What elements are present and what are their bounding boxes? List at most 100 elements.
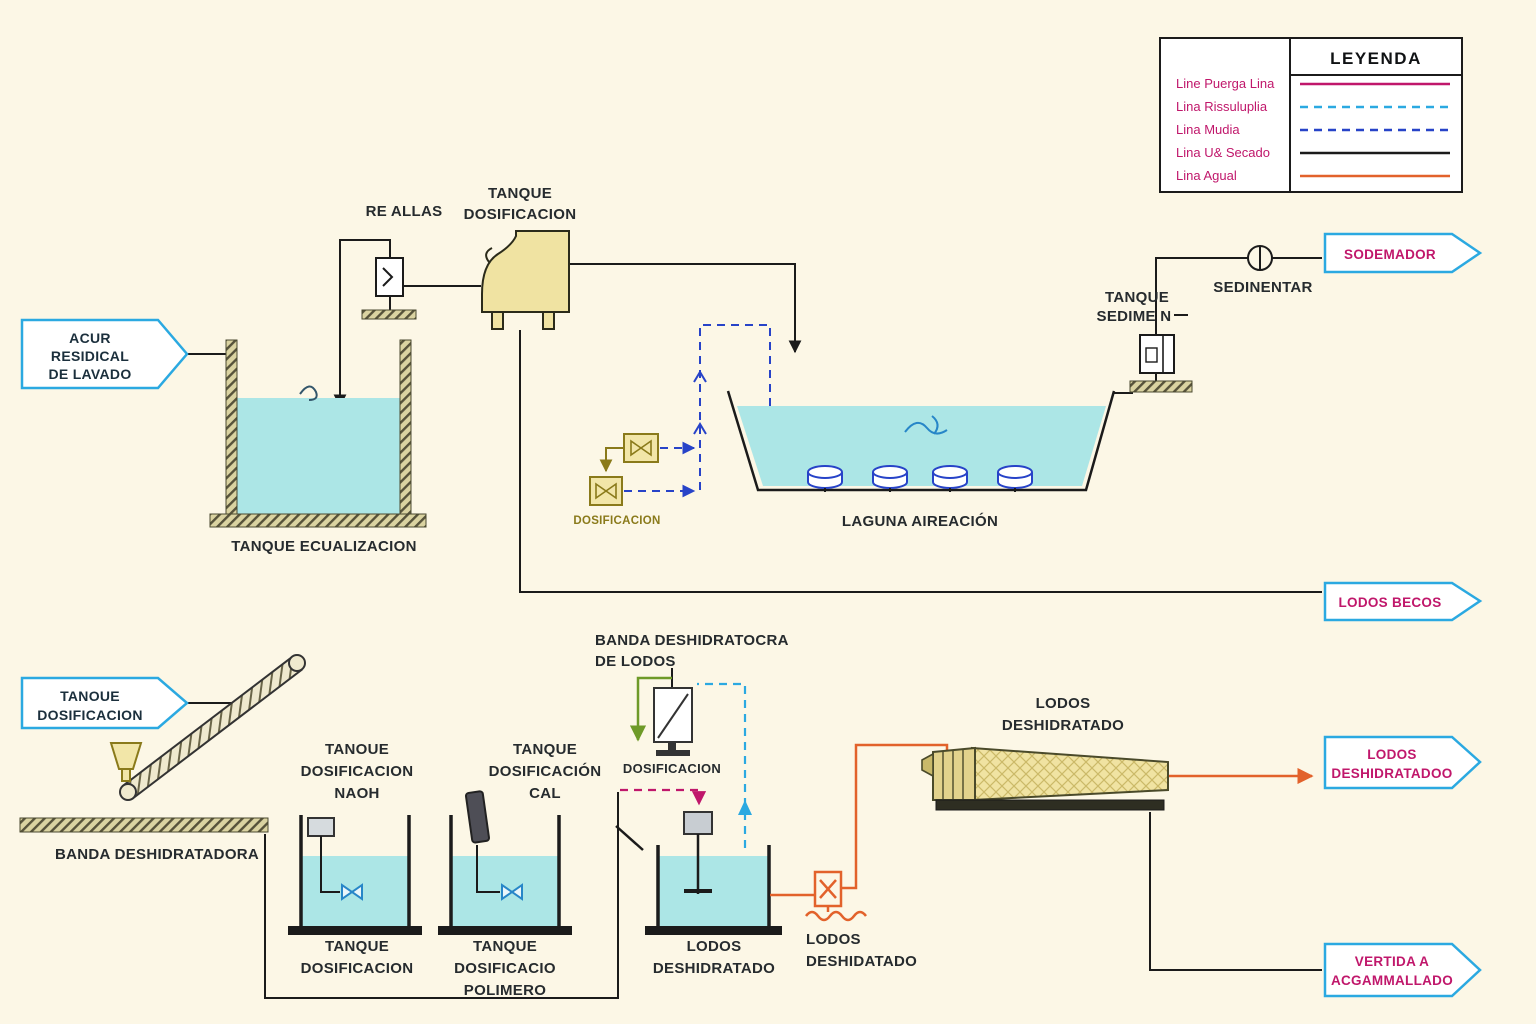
flag-tanoue-dosificacion: TANOUE DOSIFICACION: [20, 676, 189, 730]
tankC-walls: [656, 845, 771, 926]
dewatering-band-bar: [19, 817, 269, 833]
label-re-allas: RE ALLAS: [366, 203, 443, 220]
legend: LEYENDA Line Puerga Lina Lina Rissulupli…: [1159, 37, 1463, 193]
label-dosificacion-feeder: DOSIFICACION: [623, 761, 721, 776]
line-to-lodos-becos: [519, 330, 1322, 593]
legend-item-label: Lina U& Secado: [1176, 145, 1270, 160]
press-base: [935, 799, 1165, 811]
tankC-water: [658, 856, 769, 926]
eq-base: [209, 513, 427, 528]
flag-sodemador: SODEMADOR: [1323, 232, 1483, 274]
label-tanque-dosificacion: DOSIFICACION: [464, 206, 577, 223]
dosing-tank: [481, 230, 570, 330]
line-recycle-loop: [264, 792, 619, 999]
diffuser-1: [807, 465, 843, 492]
valve-box-1-bowtie: [630, 439, 652, 457]
flag-shape: [1323, 942, 1482, 998]
flag-lodos-deshidratadoo: LODOS DESHIDRATADOO: [1323, 735, 1482, 790]
dosing-tank-leg-right: [542, 311, 555, 330]
flag-text: ACUR: [69, 330, 111, 346]
feed-hopper: [109, 742, 143, 770]
tankB-dip-tube: [476, 845, 500, 893]
press-feed-slats: [942, 750, 964, 800]
tankB-walls: [449, 815, 561, 926]
flag-text: ACGAMMALLADO: [1331, 973, 1453, 988]
legend-item-label: Lina Rissuluplia: [1176, 99, 1268, 114]
feeder-pedestal-base: [656, 750, 690, 756]
dosing-tank-body: [481, 230, 570, 313]
label-tankC-caption: DESHIDRATADO: [653, 960, 775, 977]
tankA-diffuser-bowtie: [341, 883, 363, 901]
press-body: [971, 746, 1169, 802]
dosing-valve-boxes: [589, 433, 659, 506]
press-scoop: [921, 752, 934, 778]
blue-dashed-main: [699, 324, 771, 490]
tank-cal: [438, 790, 572, 935]
label-tanque-sedime: TANQUE: [1105, 289, 1169, 306]
label-banda-lodos: BANDA DESHIDRATOCRA: [595, 632, 789, 649]
diffusers: [807, 465, 1033, 492]
lagoon-squiggle: [904, 415, 948, 435]
screw-press: [921, 746, 1169, 811]
label-tankC-caption: LODOS: [687, 938, 742, 955]
flag-text: SODEMADOR: [1344, 247, 1436, 262]
label-dosificacion-valves: DOSIFICACION: [573, 515, 660, 527]
label-pump-lodos: DESHIDATADO: [806, 953, 917, 970]
label-tanque-dosificacion: TANQUE: [488, 185, 552, 202]
orange-pump-to-press: [841, 743, 949, 890]
tank-lodos: [645, 811, 782, 935]
flag-text: VERTIDA A: [1355, 954, 1429, 969]
eq-wall-right: [399, 339, 412, 517]
sedimentation-unit: [1129, 245, 1273, 393]
legend-box: [1159, 37, 1463, 193]
tankA-dip-tube: [320, 836, 340, 893]
inclined-conveyor: [109, 654, 306, 801]
tankB-probe-bottle: [464, 790, 491, 844]
label-press: DESHIDRATADO: [1002, 717, 1124, 734]
flag-lodos-becos: LODOS BECOS: [1323, 581, 1483, 622]
equalization-tank: [209, 339, 427, 528]
line-valve-lever: [615, 825, 644, 851]
label-tank-naoh: NAOH: [334, 785, 379, 802]
flag-text: RESIDICAL: [51, 348, 129, 364]
flag-shape: [20, 676, 189, 730]
diffuser-3: [932, 465, 968, 492]
tankA-walls: [299, 815, 411, 926]
tankB-diffuser-bowtie: [501, 883, 523, 901]
dosing-tank-curl: [485, 247, 493, 263]
line-dosingtank-to-laguna: [568, 263, 802, 354]
sedime-box-door: [1145, 347, 1158, 363]
label-sedinentar: SEDINENTAR: [1213, 279, 1312, 296]
aeration-lagoon: [726, 390, 1116, 492]
sedime-pedestal: [1129, 380, 1193, 393]
flag-acur-residical: ACUR RESIDICAL DE LAVADO: [20, 318, 189, 390]
label-tank-naoh: TANOUE: [325, 741, 389, 758]
label-tank-cal: TANQUE: [513, 741, 577, 758]
flag-text: LODOS: [1367, 747, 1417, 762]
valve-box-1: [623, 433, 659, 463]
feeder-flap: [657, 693, 689, 739]
eq-water: [237, 398, 400, 514]
sludge-pump-x: [819, 879, 837, 899]
label-tankA-caption: DOSIFICACION: [301, 960, 414, 977]
tankC-base: [645, 926, 782, 935]
valve-box-2-bowtie: [595, 482, 617, 500]
tankB-base: [438, 926, 572, 935]
conveyor-roller-high: [288, 654, 306, 672]
flag-shape: [20, 318, 189, 390]
label-tank-naoh: DOSIFICACION: [301, 763, 414, 780]
olive-feed-line: [599, 447, 625, 473]
pump-body: [375, 257, 404, 297]
flag-text: DE LAVADO: [48, 366, 131, 382]
blue-dashed-circuit: [624, 324, 771, 498]
label-tank-cal: DOSIFICACIÓN: [489, 762, 602, 780]
cyan-dashed-path: [697, 682, 747, 848]
line-pump-drop: [333, 239, 391, 408]
diffuser-4: [997, 465, 1033, 492]
legend-item-label: Line Puerga Lina: [1176, 76, 1275, 91]
diagram-labels: RE ALLAS TANQUE DOSIFICACION TANQUE ECUA…: [55, 185, 1312, 999]
flag-vertida: VERTIDA A ACGAMMALLADO: [1323, 942, 1482, 998]
tankA-base: [288, 926, 422, 935]
label-tanque-sedime: SEDIME N: [1097, 308, 1172, 325]
cyan-up-arrowhead: [738, 800, 752, 815]
